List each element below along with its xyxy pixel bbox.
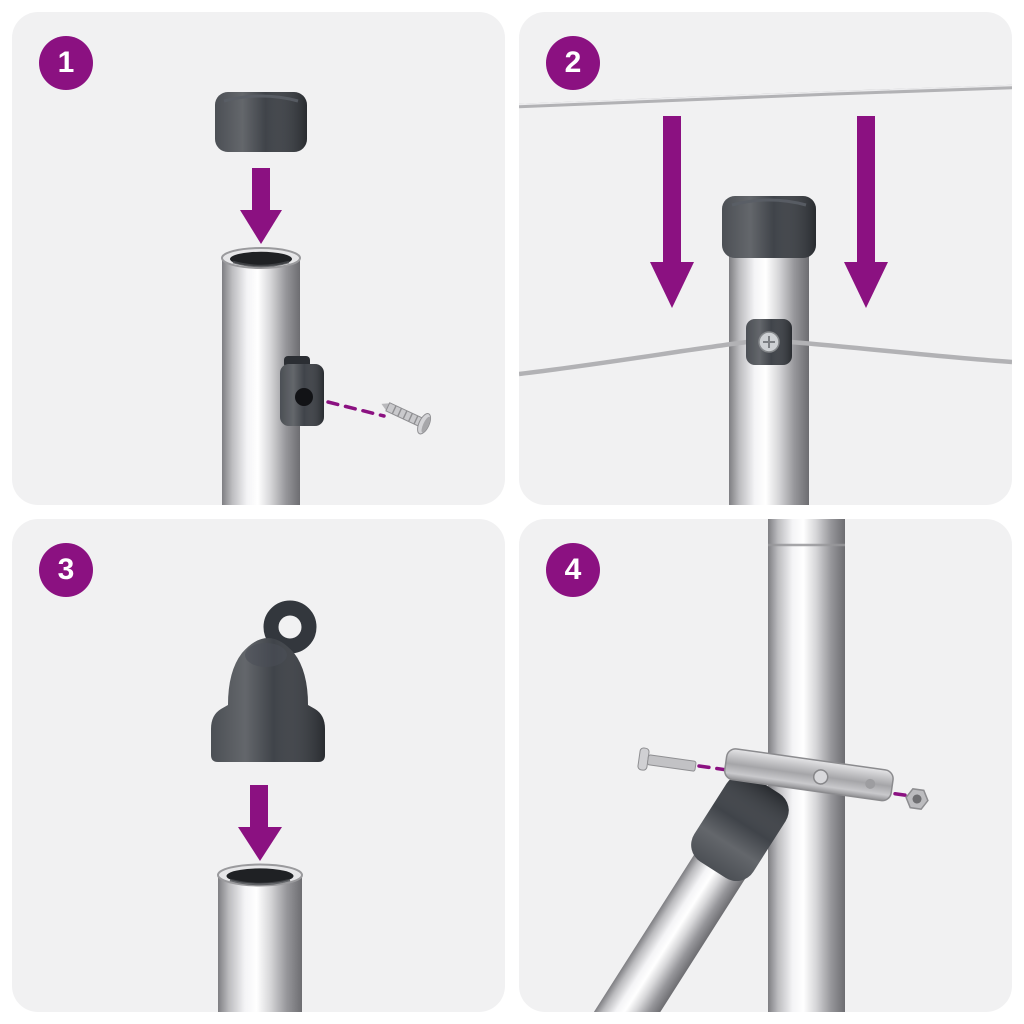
step-4-illustration [580,519,929,1012]
step-panel-3: 3 [12,519,505,1012]
tension-wire-lower [519,339,1012,377]
step-number: 2 [564,46,582,79]
bolt-icon [637,747,697,772]
tension-wire-top [519,84,1012,109]
step-number: 4 [564,553,582,586]
clamp-screw-icon [812,769,829,785]
step-number-badge: 1 [39,36,93,90]
down-arrow-icon [238,785,282,861]
screw-icon [381,402,432,435]
step-1-illustration [215,92,432,505]
screw-guide-dashes [326,400,386,418]
step-number: 3 [57,553,75,586]
wire-clamp [746,319,792,365]
eyelet-cap [211,600,325,762]
metal-post [217,863,303,1012]
step-number-badge: 3 [39,543,93,597]
down-arrow-right-icon [844,116,888,308]
step-panel-1: 1 [12,12,505,505]
step-panel-2: 2 [519,12,1012,505]
step-number-badge: 4 [546,543,600,597]
down-arrow-icon [240,168,282,244]
step-number-badge: 2 [546,36,600,90]
mounting-bracket [280,356,324,426]
post-cap [722,196,816,258]
capped-post [722,196,816,505]
hex-nut-icon [905,788,929,810]
post-cap [215,92,307,152]
post-clamp [723,748,894,802]
step-3-illustration [211,600,325,1012]
down-arrow-left-icon [650,116,694,308]
step-panel-4: 4 [519,519,1012,1012]
step-2-illustration [519,84,1012,505]
eyelet-ring [263,600,317,654]
step-number: 1 [57,46,75,79]
brace-connector [691,774,789,882]
